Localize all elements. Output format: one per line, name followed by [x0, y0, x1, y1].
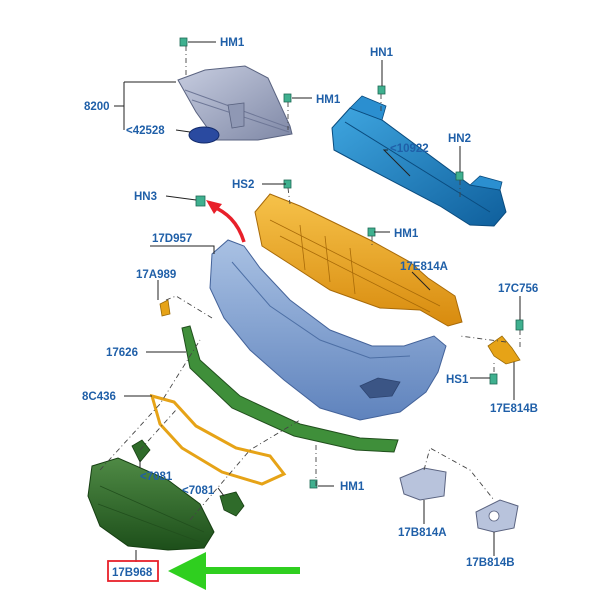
highlight-box	[107, 560, 159, 582]
label-hs2: HS2	[232, 179, 254, 191]
label-17b968: 17B968	[112, 567, 153, 579]
clip-7081-b	[219, 491, 245, 517]
cover-17b814a	[399, 467, 447, 501]
curved-arrow-icon	[211, 204, 246, 243]
label-hs1: HS1	[446, 374, 469, 386]
bracket-17a989	[159, 299, 171, 317]
label-hm1-mid: HM1	[394, 228, 419, 240]
ford-emblem-icon	[188, 126, 220, 144]
assembly-lines	[99, 46, 521, 521]
label-17b814b: 17B814B	[466, 557, 515, 569]
label-hn2: HN2	[448, 133, 471, 145]
label-17c756: 17C756	[498, 283, 538, 295]
upper-reinforcement	[254, 193, 463, 327]
curved-arrow-head	[206, 200, 222, 214]
label-17e814a: 17E814A	[400, 261, 448, 273]
clip-7081-a	[131, 439, 151, 463]
label-8200: 8200	[84, 101, 110, 113]
fastener-icons	[179, 37, 524, 489]
label-17d957: 17D957	[152, 233, 192, 245]
upper-grille	[177, 65, 293, 141]
label-17b814a: 17B814A	[398, 527, 447, 539]
label-8c436: 8C436	[82, 391, 116, 403]
lower-strip	[181, 325, 399, 453]
label-hm1-grille: HM1	[316, 94, 341, 106]
left-arrow-icon	[168, 552, 300, 590]
label-hn3: HN3	[134, 191, 157, 203]
label-17626: 17626	[106, 347, 138, 359]
label-10922: <10922	[390, 143, 429, 155]
label-hn1: HN1	[370, 47, 394, 59]
bumper-cover	[209, 239, 447, 421]
bracket-17e814b	[487, 335, 521, 365]
label-hm1-low: HM1	[340, 481, 365, 493]
label-42528: <42528	[126, 125, 165, 137]
label-7081-a: <7081	[140, 471, 173, 483]
label-17a989: 17A989	[136, 269, 176, 281]
grille-molding	[149, 393, 287, 486]
label-7081-b: <7081	[182, 485, 215, 497]
lower-grille	[87, 457, 215, 551]
label-17e814b: 17E814B	[490, 403, 538, 415]
label-hm1-top: HM1	[220, 37, 245, 49]
bumper-beam	[331, 95, 507, 227]
leader-lines	[114, 41, 521, 562]
